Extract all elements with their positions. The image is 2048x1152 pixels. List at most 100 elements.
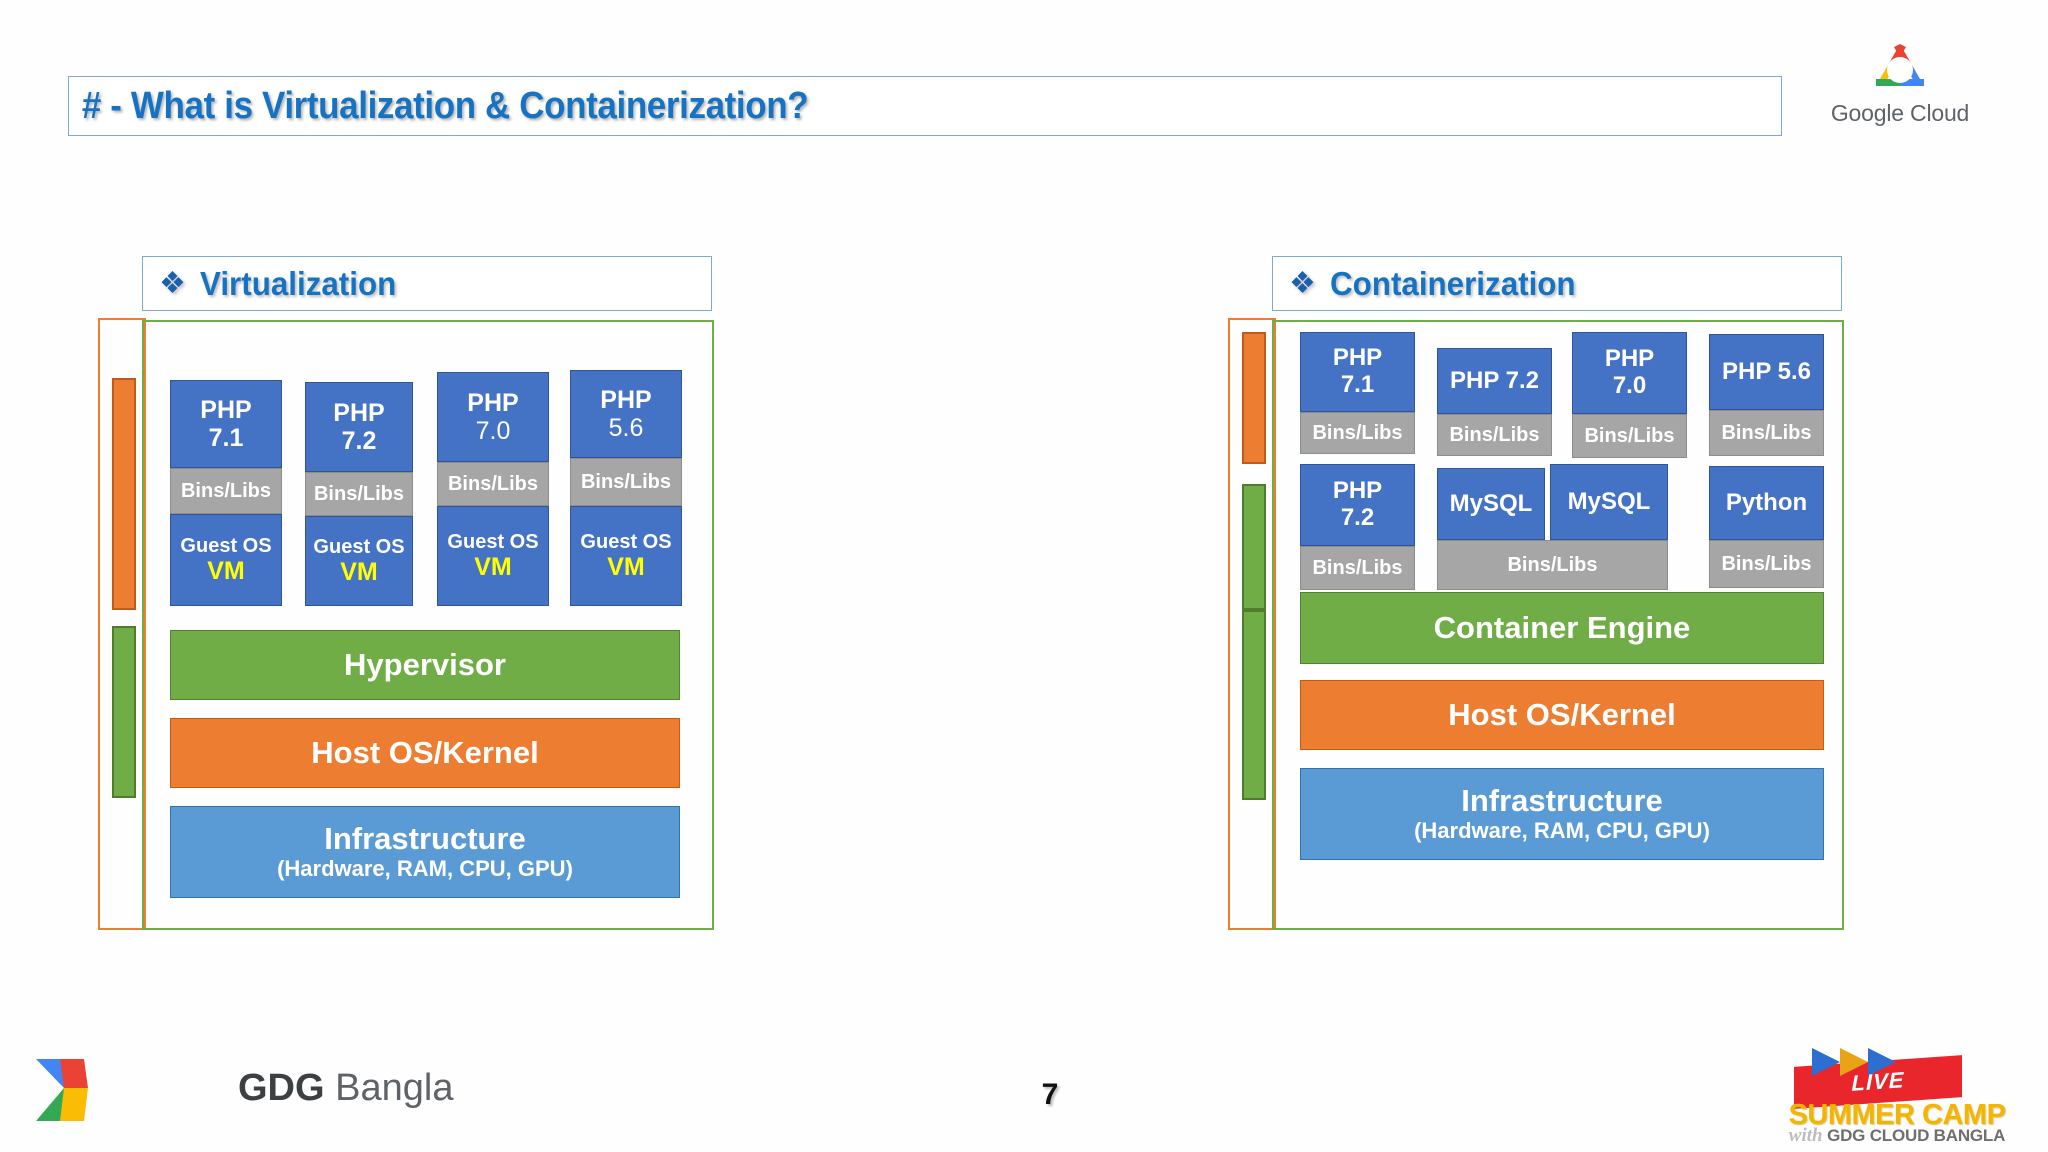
- vm-app-box[interactable]: PHP 5.6: [570, 370, 682, 458]
- layer-infrastructure[interactable]: Infrastructure (Hardware, RAM, CPU, GPU): [170, 806, 680, 898]
- container-bins-box[interactable]: Bins/Libs: [1572, 414, 1687, 458]
- vm-guest-box[interactable]: Guest OS VM: [570, 506, 682, 606]
- slide-title-box: # - What is Virtualization & Containeriz…: [68, 76, 1782, 136]
- layer-container-engine[interactable]: Container Engine: [1300, 592, 1824, 664]
- layer-label: Infrastructure: [324, 821, 526, 857]
- layer-infrastructure[interactable]: Infrastructure (Hardware, RAM, CPU, GPU): [1300, 768, 1824, 860]
- right-green-scope-bar-upper: [1242, 484, 1266, 610]
- container-app-box[interactable]: PHP 7.2: [1300, 464, 1415, 546]
- layer-sublabel: (Hardware, RAM, CPU, GPU): [277, 856, 573, 882]
- container-bins-box[interactable]: Bins/Libs: [1437, 414, 1552, 456]
- vm-app-box[interactable]: PHP 7.0: [437, 372, 549, 462]
- container-bins-box[interactable]: Bins/Libs: [1300, 412, 1415, 454]
- container-bins-label: Bins/Libs: [1721, 421, 1812, 444]
- summer-camp-org-text: GDG CLOUD BANGLA: [1827, 1126, 2006, 1145]
- vm-label: VM: [474, 553, 512, 582]
- vm-bins-box[interactable]: Bins/Libs: [570, 458, 682, 506]
- container-app-line1: Python: [1725, 488, 1808, 516]
- container-app-box[interactable]: PHP 7.0: [1572, 332, 1687, 414]
- container-app-line1: PHP: [1332, 477, 1383, 505]
- summer-camp-with-text: with: [1788, 1125, 1823, 1146]
- vm-app-box[interactable]: PHP 7.2: [305, 382, 413, 472]
- summer-camp-title: SUMMER CAMP: [1788, 1099, 2006, 1131]
- container-app-box[interactable]: Python: [1709, 466, 1824, 540]
- container-app-line1: MySQL: [1449, 489, 1533, 517]
- vm-bins-box[interactable]: Bins/Libs: [305, 472, 413, 516]
- layer-hypervisor[interactable]: Hypervisor: [170, 630, 680, 700]
- container-bins-box[interactable]: Bins/Libs: [1709, 540, 1824, 588]
- gdg-bangla-logo: GDG Bangla: [30, 1055, 453, 1127]
- panel-header-virtualization: ❖ Virtualization: [142, 256, 712, 311]
- right-outer-orange-frame: [1228, 318, 1276, 930]
- vm-bins-label: Bins/Libs: [447, 472, 538, 495]
- right-orange-scope-bar: [1242, 332, 1266, 464]
- bangla-word: Bangla: [335, 1067, 454, 1109]
- container-bins-label: Bins/Libs: [1312, 556, 1403, 579]
- container-app-line2: 7.1: [1340, 371, 1375, 398]
- container-bins-box[interactable]: Bins/Libs: [1709, 410, 1824, 456]
- vm-guest-label: Guest OS: [180, 534, 272, 557]
- container-app-line1: PHP: [1332, 344, 1383, 372]
- layer-sublabel: (Hardware, RAM, CPU, GPU): [1414, 818, 1710, 844]
- google-cloud-icon: [1876, 44, 1924, 86]
- vm-bins-box[interactable]: Bins/Libs: [170, 468, 282, 514]
- gdg-word: GDG: [238, 1067, 325, 1109]
- vm-guest-box[interactable]: Guest OS VM: [305, 516, 413, 606]
- vm-bins-box[interactable]: Bins/Libs: [437, 462, 549, 506]
- left-outer-orange-frame: [98, 318, 146, 930]
- layer-label: Hypervisor: [344, 646, 506, 682]
- gdg-chevron-icon: [36, 1059, 88, 1121]
- vm-bins-label: Bins/Libs: [313, 482, 404, 505]
- layer-label: Container Engine: [1433, 609, 1691, 645]
- container-app-line1: PHP 7.2: [1450, 366, 1539, 394]
- container-bins-box[interactable]: Bins/Libs: [1300, 546, 1415, 590]
- container-bins-label: Bins/Libs: [1721, 552, 1812, 575]
- layer-host-os-kernel[interactable]: Host OS/Kernel: [170, 718, 680, 788]
- container-app-box[interactable]: PHP 7.1: [1300, 332, 1415, 412]
- left-inner-green-frame: [142, 320, 714, 930]
- google-cloud-logo: Google Cloud: [1815, 36, 1985, 131]
- container-bins-label: Bins/Libs: [1449, 423, 1540, 446]
- vm-guest-label: Guest OS: [447, 530, 539, 553]
- vm-guest-label: Guest OS: [580, 530, 672, 553]
- vm-app-name: PHP: [600, 386, 652, 414]
- summer-camp-logo: LIVE SUMMER CAMP with GDG CLOUD BANGLA: [1772, 1043, 2022, 1146]
- container-app-box[interactable]: PHP 7.2: [1437, 348, 1552, 414]
- vm-label: VM: [207, 557, 245, 586]
- panel-header-containerization: ❖ Containerization: [1272, 256, 1842, 311]
- vm-guest-box[interactable]: Guest OS VM: [437, 506, 549, 606]
- vm-label: VM: [340, 558, 378, 587]
- vm-app-name: PHP: [200, 396, 252, 424]
- page-title: # - What is Virtualization & Containeriz…: [81, 84, 809, 127]
- container-app-box[interactable]: PHP 5.6: [1709, 334, 1824, 410]
- vm-label: VM: [607, 553, 645, 582]
- vm-app-box[interactable]: PHP 7.1: [170, 380, 282, 468]
- page-number: 7: [1041, 1078, 1059, 1111]
- right-inner-green-frame: [1272, 320, 1844, 930]
- container-app-line1: PHP 5.6: [1722, 357, 1811, 385]
- left-orange-scope-bar: [112, 378, 136, 610]
- cloud-word: Cloud: [1910, 100, 1970, 126]
- left-green-scope-bar: [112, 626, 136, 798]
- vm-bins-label: Bins/Libs: [180, 479, 271, 502]
- layer-label: Host OS/Kernel: [1448, 696, 1676, 732]
- vm-guest-label: Guest OS: [313, 535, 405, 558]
- play-triangles-icon: [1812, 1048, 1896, 1076]
- right-green-scope-bar-lower: [1242, 610, 1266, 800]
- layer-host-os-kernel[interactable]: Host OS/Kernel: [1300, 680, 1824, 750]
- container-app-line1: PHP: [1604, 345, 1655, 373]
- diamond-bullet-icon: ❖: [1289, 266, 1316, 300]
- google-cloud-wordmark: Google Cloud: [1815, 100, 1985, 127]
- vm-guest-box[interactable]: Guest OS VM: [170, 514, 282, 606]
- vm-app-version: 7.1: [208, 424, 244, 452]
- diamond-bullet-icon: ❖: [159, 266, 186, 300]
- container-shared-bins-box[interactable]: Bins/Libs: [1437, 540, 1668, 590]
- layer-label: Host OS/Kernel: [311, 734, 539, 770]
- container-app-box[interactable]: MySQL: [1437, 468, 1545, 540]
- container-app-box[interactable]: MySQL: [1550, 464, 1668, 540]
- panel-title-virtualization: Virtualization: [199, 264, 397, 302]
- container-bins-label: Bins/Libs: [1312, 421, 1403, 444]
- container-bins-label: Bins/Libs: [1584, 424, 1675, 447]
- vm-app-name: PHP: [333, 399, 385, 427]
